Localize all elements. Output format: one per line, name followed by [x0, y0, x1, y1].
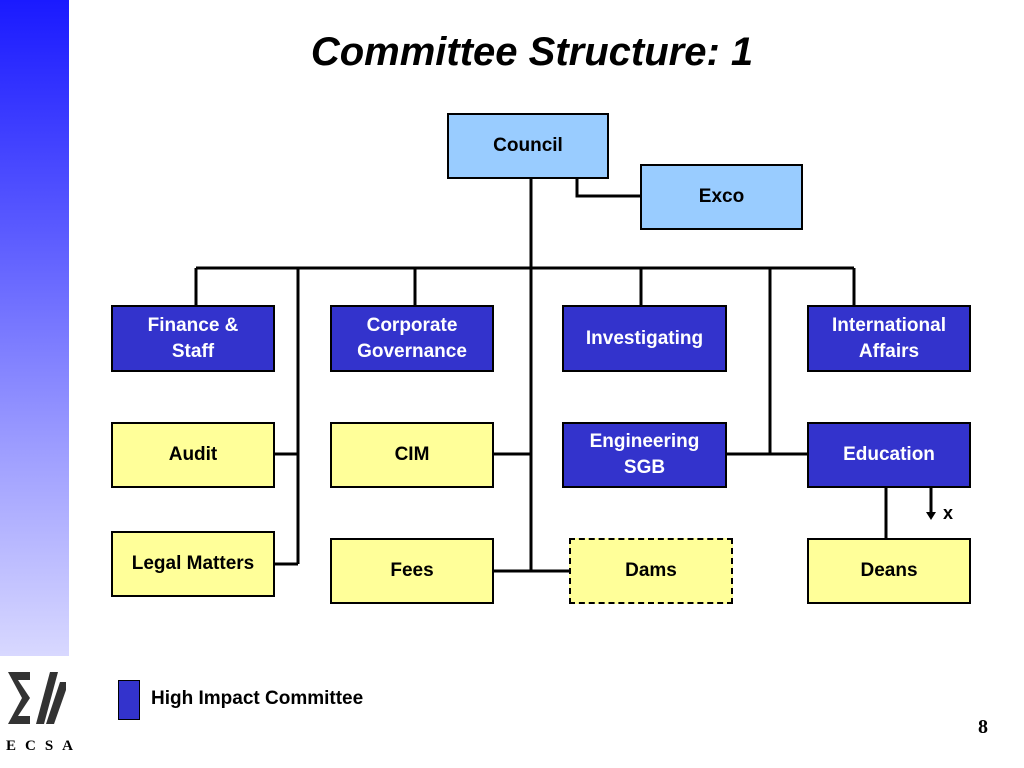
finance-staff-label: Finance & Staff	[147, 314, 239, 362]
fees-box: Fees	[330, 538, 494, 604]
deans-box: Deans	[807, 538, 971, 604]
legal-matters-box: Legal Matters	[111, 531, 275, 597]
council-box: Council	[447, 113, 609, 179]
council-label: Council	[493, 135, 563, 156]
dams-box: Dams	[569, 538, 733, 604]
finance-staff-box: Finance & Staff	[111, 305, 275, 372]
education-label: Education	[843, 444, 935, 465]
corporate-governance-label: Corporate Governance	[357, 314, 467, 362]
legend-swatch	[118, 680, 140, 720]
logo-text: ECSA	[6, 738, 83, 754]
deans-label: Deans	[860, 560, 918, 581]
corporate-governance-box: Corporate Governance	[330, 305, 494, 372]
legend-label: High Impact Committee	[151, 688, 364, 709]
investigating-label: Investigating	[585, 327, 704, 349]
ecsa-logo-icon	[8, 672, 66, 724]
page-title: Committee Structure: 1	[310, 30, 754, 74]
international-affairs-box: International Affairs	[807, 305, 971, 372]
cim-box: CIM	[330, 422, 494, 488]
legal-matters-label: Legal Matters	[131, 553, 255, 574]
audit-label: Audit	[168, 444, 218, 465]
engineering-sgb-label: Engineering SGB	[589, 431, 700, 478]
exco-box: Exco	[640, 164, 803, 230]
exco-label: Exco	[698, 186, 745, 207]
page-number: 8	[978, 716, 988, 738]
arrow-label: x	[943, 503, 954, 523]
audit-box: Audit	[111, 422, 275, 488]
fees-label: Fees	[390, 560, 434, 581]
investigating-box: Investigating	[562, 305, 727, 372]
cim-label: CIM	[394, 444, 430, 465]
international-affairs-label: International Affairs	[831, 314, 946, 362]
engineering-sgb-box: Engineering SGB	[562, 422, 727, 488]
dams-label: Dams	[625, 560, 677, 581]
sidebar-gradient	[0, 0, 69, 656]
education-box: Education	[807, 422, 971, 488]
